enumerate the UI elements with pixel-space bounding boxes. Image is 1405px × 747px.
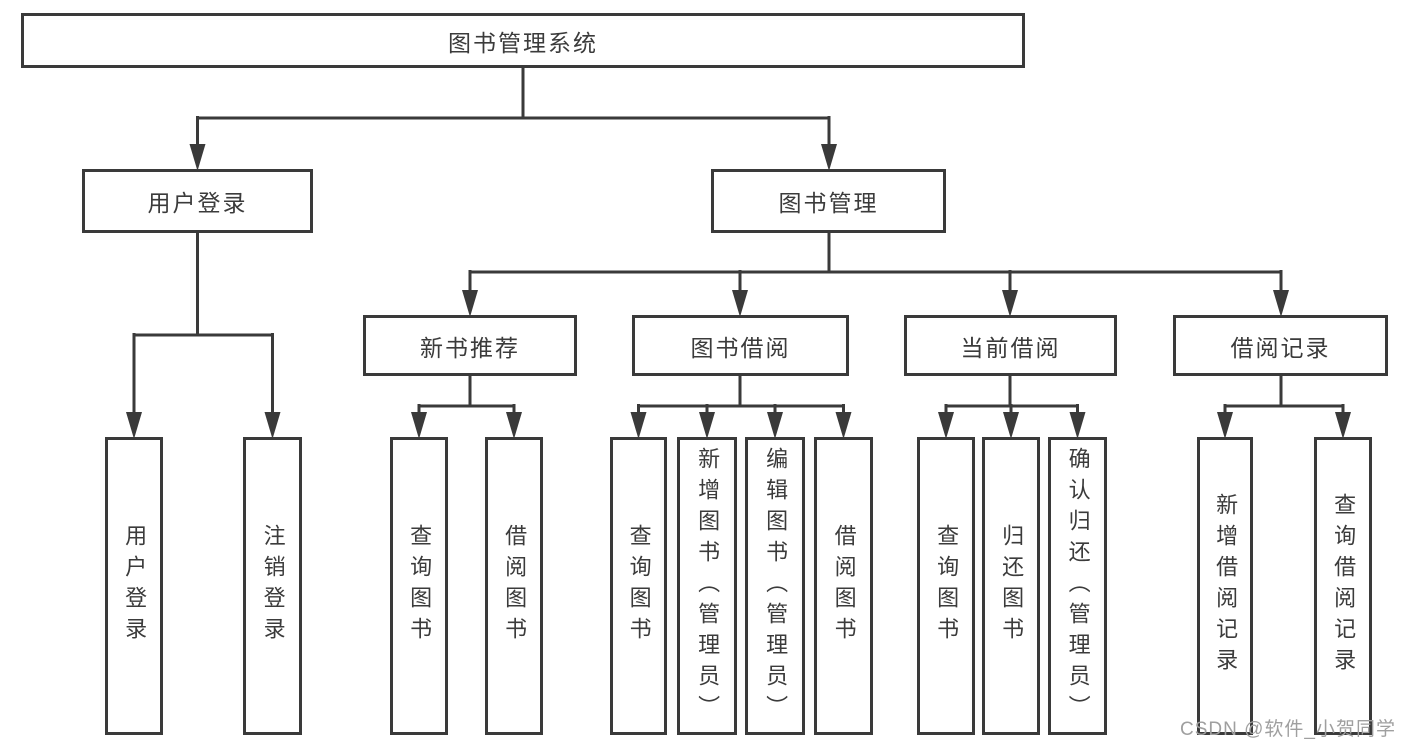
watermark: CSDN @软件_小贺同学: [1180, 719, 1396, 740]
node-book-mgmt-label: 图书管理: [778, 190, 879, 216]
leaf-newbooks-query-label: 查询图书: [407, 524, 433, 648]
leaf-logout-label: 注销登录: [260, 524, 286, 648]
leaf-borrow-add: 新增图书（管理员）: [677, 437, 737, 735]
leaf-records-add-label: 新增借阅记录: [1213, 493, 1239, 679]
node-book-borrow-label: 图书借阅: [690, 334, 791, 361]
leaf-records-query-label: 查询借阅记录: [1331, 493, 1357, 679]
node-book-mgmt: 图书管理: [711, 169, 946, 233]
node-book-borrow: 图书借阅: [632, 315, 849, 376]
leaf-logout: 注销登录: [243, 437, 302, 735]
leaf-current-return: 归还图书: [982, 437, 1040, 735]
leaf-newbooks-borrow-label: 借阅图书: [502, 524, 528, 648]
leaf-user-login: 用户登录: [105, 437, 163, 735]
leaf-borrow-book-label: 借阅图书: [831, 524, 857, 648]
node-current-borrow-label: 当前借阅: [960, 334, 1061, 361]
leaf-newbooks-query: 查询图书: [390, 437, 448, 735]
node-user-login: 用户登录: [82, 169, 313, 233]
node-new-books-label: 新书推荐: [420, 334, 520, 361]
leaf-borrow-book: 借阅图书: [814, 437, 873, 735]
leaf-user-login-label: 用户登录: [122, 524, 148, 648]
leaf-borrow-query: 查询图书: [610, 437, 667, 735]
node-root-label: 图书管理系统: [448, 29, 598, 56]
leaf-borrow-query-label: 查询图书: [626, 524, 652, 648]
node-root: 图书管理系统: [21, 13, 1025, 68]
leaf-borrow-edit-label: 编辑图书（管理员）: [763, 446, 789, 726]
leaf-current-query: 查询图书: [917, 437, 975, 735]
node-new-books: 新书推荐: [363, 315, 577, 376]
leaf-newbooks-borrow: 借阅图书: [485, 437, 543, 735]
leaf-borrow-edit: 编辑图书（管理员）: [745, 437, 805, 735]
leaf-borrow-add-label: 新增图书（管理员）: [695, 446, 721, 726]
leaf-current-query-label: 查询图书: [934, 524, 960, 648]
node-current-borrow: 当前借阅: [904, 315, 1117, 376]
leaf-current-return-label: 归还图书: [999, 524, 1025, 648]
leaf-current-confirm: 确认归还（管理员）: [1048, 437, 1107, 735]
leaf-current-confirm-label: 确认归还（管理员）: [1065, 446, 1091, 726]
node-borrow-records: 借阅记录: [1173, 315, 1388, 376]
leaf-records-add: 新增借阅记录: [1197, 437, 1253, 735]
leaf-records-query: 查询借阅记录: [1314, 437, 1372, 735]
node-user-login-label: 用户登录: [147, 190, 248, 216]
arrowheads: [126, 144, 1351, 439]
node-borrow-records-label: 借阅记录: [1230, 334, 1331, 361]
